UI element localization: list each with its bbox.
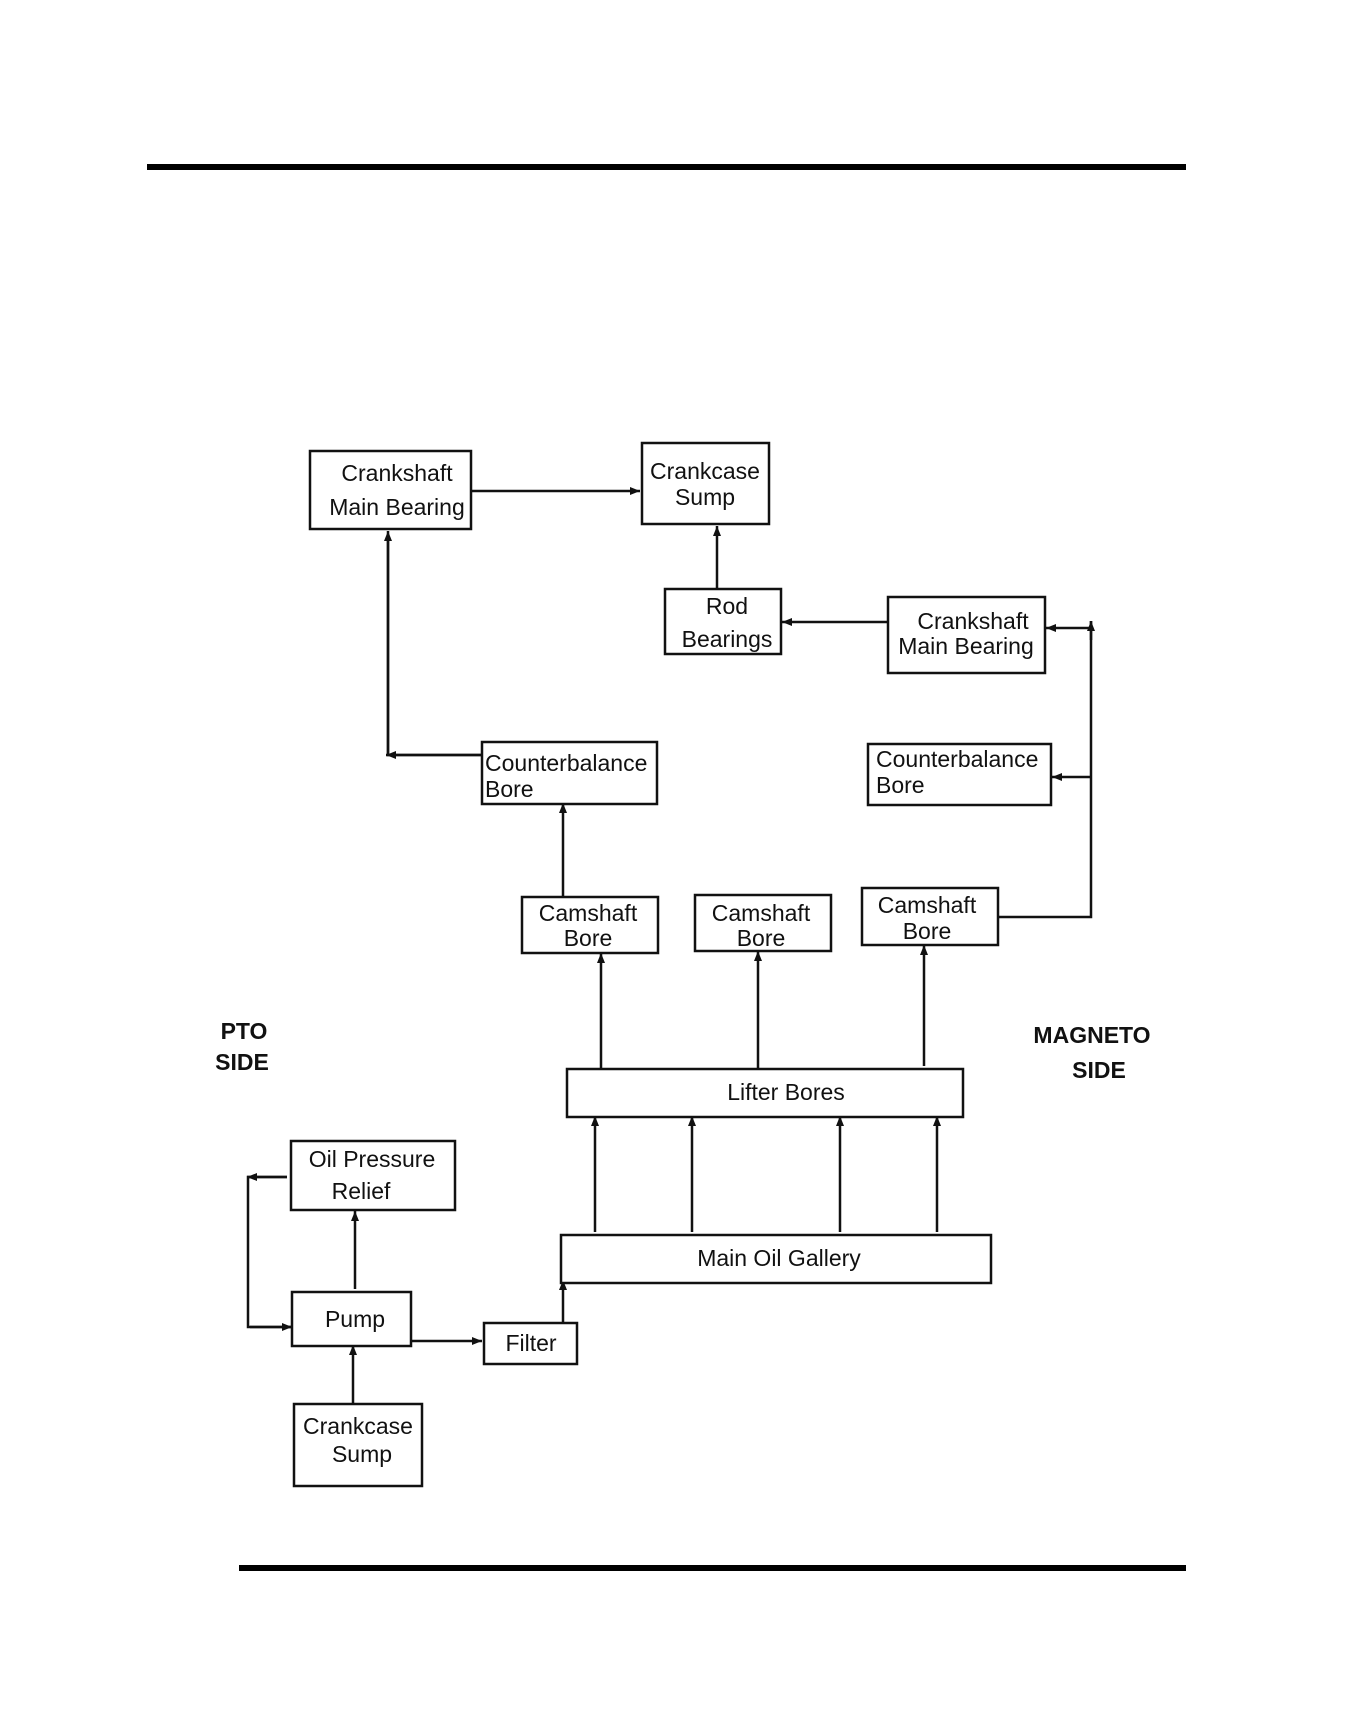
- node-pump: Pump: [292, 1292, 411, 1346]
- node-camshaft-bore-2: Camshaft Bore: [695, 895, 831, 951]
- node-label: Camshaft: [712, 900, 811, 926]
- node-label: Main Oil Gallery: [697, 1245, 861, 1271]
- node-counterbalance-bore-right: Counterbalance Bore: [868, 744, 1051, 805]
- pto-side-line-2: SIDE: [215, 1049, 269, 1075]
- node-label: Crankcase: [650, 458, 760, 484]
- node-label: Crankcase: [303, 1413, 413, 1439]
- node-crankcase-sump-top: Crankcase Sump: [642, 443, 769, 524]
- node-oil-pressure-relief: Oil Pressure Relief: [291, 1141, 455, 1210]
- node-label: Bore: [876, 772, 925, 798]
- node-label: Bore: [903, 918, 952, 944]
- node-label: Camshaft: [539, 900, 638, 926]
- node-camshaft-bore-1: Camshaft Bore: [522, 897, 658, 953]
- node-label: Main Bearing: [898, 633, 1034, 659]
- node-rod-bearings: Rod Bearings: [665, 589, 781, 654]
- pto-side-label: PTO SIDE: [215, 1018, 269, 1075]
- node-label: Lifter Bores: [727, 1079, 845, 1105]
- node-filter: Filter: [484, 1323, 577, 1364]
- node-label: Filter: [505, 1330, 556, 1356]
- node-label: Bore: [737, 925, 786, 951]
- node-label: Crankshaft: [917, 608, 1029, 634]
- node-label: Bore: [485, 776, 534, 802]
- node-label: Bearings: [682, 626, 773, 652]
- node-label: Counterbalance: [876, 746, 1038, 772]
- node-label: Bore: [564, 925, 613, 951]
- magneto-side-line-1: MAGNETO: [1033, 1022, 1150, 1048]
- node-crankshaft-main-bearing-left: Crankshaft Main Bearing: [310, 451, 471, 529]
- magneto-side-line-2: SIDE: [1072, 1057, 1126, 1083]
- node-label: Oil Pressure: [309, 1146, 436, 1172]
- node-crankcase-sump-bottom: Crankcase Sump: [294, 1404, 422, 1486]
- node-main-oil-gallery: Main Oil Gallery: [561, 1235, 991, 1283]
- node-lifter-bores: Lifter Bores: [567, 1069, 963, 1117]
- edge-relief-loop: [248, 1177, 292, 1327]
- node-label: Sump: [675, 484, 735, 510]
- node-label: Pump: [325, 1306, 385, 1332]
- node-camshaft-bore-3: Camshaft Bore: [862, 888, 998, 945]
- node-label: Counterbalance: [485, 750, 647, 776]
- edge-counterbalance-left-path: [388, 537, 482, 755]
- node-counterbalance-bore-left: Counterbalance Bore: [482, 742, 657, 804]
- node-label: Main Bearing: [329, 494, 465, 520]
- node-label: Rod: [706, 593, 748, 619]
- node-label: Relief: [332, 1178, 391, 1204]
- node-label: Camshaft: [878, 892, 977, 918]
- pto-side-line-1: PTO: [221, 1018, 268, 1044]
- node-label: Crankshaft: [341, 460, 453, 486]
- node-label: Sump: [332, 1441, 392, 1467]
- magneto-side-label: MAGNETO SIDE: [1033, 1022, 1150, 1083]
- node-crankshaft-main-bearing-right: Crankshaft Main Bearing: [888, 597, 1045, 673]
